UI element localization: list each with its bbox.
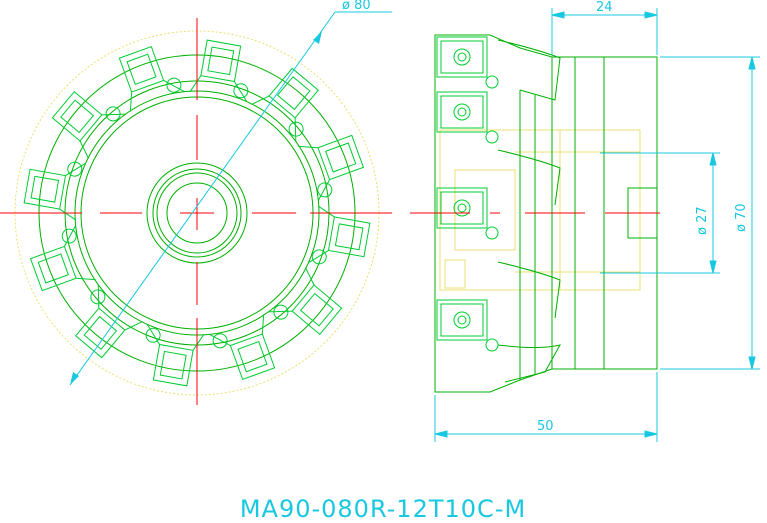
side-head bbox=[434, 34, 561, 393]
front-diameter-dimension: ø 80 bbox=[69, 0, 392, 386]
front-insert bbox=[75, 284, 143, 359]
front-view: ø 80 bbox=[0, 0, 392, 405]
front-insert bbox=[23, 161, 87, 221]
side-insert bbox=[436, 299, 499, 352]
front-centerlines bbox=[0, 18, 392, 405]
front-bore-ring bbox=[152, 168, 242, 258]
front-insert bbox=[208, 314, 276, 381]
part-number-title: MA90-080R-12T10C-M bbox=[240, 495, 526, 523]
side-inner-diameter-dimension: ø 27 bbox=[600, 152, 720, 274]
side-hidden-lines bbox=[439, 129, 641, 291]
front-insert bbox=[51, 91, 126, 159]
side-insert bbox=[436, 36, 499, 89]
front-insert bbox=[268, 267, 343, 335]
front-diameter-label: ø 80 bbox=[342, 0, 371, 13]
front-insert bbox=[189, 39, 249, 103]
side-outer-diameter-label: ø 70 bbox=[734, 203, 749, 232]
front-insert bbox=[298, 134, 365, 202]
front-bore-ring-2 bbox=[156, 172, 238, 254]
side-bottom-dimension: 50 bbox=[434, 372, 658, 442]
side-bottom-length-label: 50 bbox=[537, 419, 554, 434]
front-insert bbox=[145, 323, 205, 387]
side-inner-diameter-label: ø 27 bbox=[695, 206, 710, 235]
side-top-width-label: 24 bbox=[596, 0, 613, 15]
side-insert bbox=[436, 91, 499, 144]
front-insert bbox=[251, 67, 319, 142]
front-inserts bbox=[23, 39, 371, 387]
front-insert bbox=[307, 205, 371, 265]
side-outer-diameter-dimension: ø 70 bbox=[660, 56, 760, 370]
side-inserts bbox=[436, 36, 499, 352]
front-insert bbox=[29, 224, 96, 292]
front-insert bbox=[118, 45, 186, 112]
front-bore-inner bbox=[166, 182, 228, 244]
side-top-dimension: 24 bbox=[551, 0, 658, 55]
side-view: 24 ø 27 ø 70 50 bbox=[410, 0, 760, 442]
side-insert bbox=[436, 187, 499, 240]
